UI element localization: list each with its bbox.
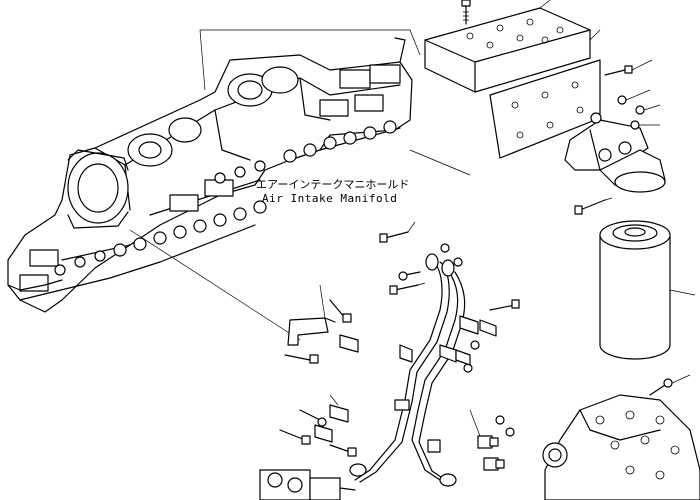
cartridge-filter: [600, 221, 695, 359]
manifold-label: エアーインテークマニホールド Air Intake Manifold: [256, 178, 409, 205]
head-fasteners: [605, 60, 660, 129]
spacer-plate: [425, 0, 590, 92]
valve-cluster: [260, 470, 355, 500]
filter-head: [565, 113, 665, 192]
pipe-bolts: [380, 222, 425, 294]
manifold-label-jp: エアーインテークマニホールド: [256, 178, 409, 191]
manifold-leader-lines: [130, 30, 470, 340]
union-fittings: [470, 410, 504, 470]
oil-pipe-assembly: [350, 254, 465, 486]
front-cover: [543, 375, 700, 500]
lower-left-parts: [280, 395, 356, 456]
manifold-label-en: Air Intake Manifold: [262, 192, 397, 205]
air-intake-manifold: [8, 38, 412, 312]
clamp-brackets: [440, 300, 519, 365]
u-bracket: [285, 285, 358, 363]
top-bolt: [462, 0, 470, 24]
head-bolt: [575, 198, 612, 214]
